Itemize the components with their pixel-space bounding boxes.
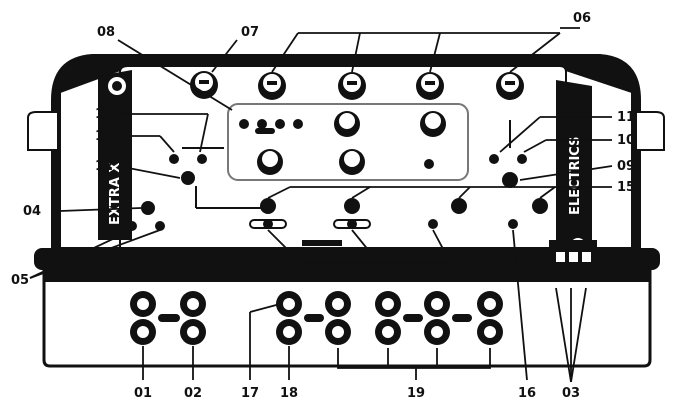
right-small-controls: [489, 120, 527, 188]
callout-06: 06: [573, 11, 591, 26]
callout-04: 04: [23, 204, 41, 219]
knob-06b[interactable]: [338, 72, 366, 100]
callout-07: 07: [241, 25, 259, 40]
callout-15: 15: [617, 180, 635, 195]
callout-18: 18: [280, 386, 298, 401]
center-control-group: [227, 103, 469, 181]
knob-06a[interactable]: [258, 72, 286, 100]
knob-row: [190, 71, 524, 100]
knob-06c[interactable]: [416, 72, 444, 100]
brand-right-label: ELECTRICS: [568, 137, 583, 215]
jack-group-19[interactable]: [375, 291, 503, 345]
callout-01: 01: [134, 386, 152, 401]
callout-13: 13: [95, 129, 113, 144]
front-connectors: [130, 291, 503, 345]
jack-17-18[interactable]: [276, 291, 351, 345]
terminal-block[interactable]: [549, 240, 597, 282]
callout-02: 02: [184, 386, 202, 401]
callout-labels: 01 02 03 04 05 06 07 08 09 10 11 12 13 1…: [11, 11, 635, 401]
left-small-controls: [127, 147, 224, 231]
jack-02[interactable]: [180, 291, 206, 345]
knob-07[interactable]: [190, 71, 218, 99]
callout-05: 05: [11, 273, 29, 288]
knob-06d[interactable]: [496, 72, 524, 100]
channel-row: [195, 186, 548, 246]
callout-03: 03: [562, 386, 580, 401]
callout-17: 17: [241, 386, 259, 401]
callout-16: 16: [518, 386, 536, 401]
callout-10: 10: [617, 133, 635, 148]
callout-12: 12: [95, 159, 113, 174]
jack-01[interactable]: [130, 291, 156, 345]
callout-11: 11: [617, 110, 635, 125]
callout-19: 19: [407, 386, 425, 401]
callout-09: 09: [617, 159, 635, 174]
leader-lines: [29, 27, 613, 383]
callout-14: 14: [95, 107, 113, 122]
callout-08: 08: [97, 25, 115, 40]
